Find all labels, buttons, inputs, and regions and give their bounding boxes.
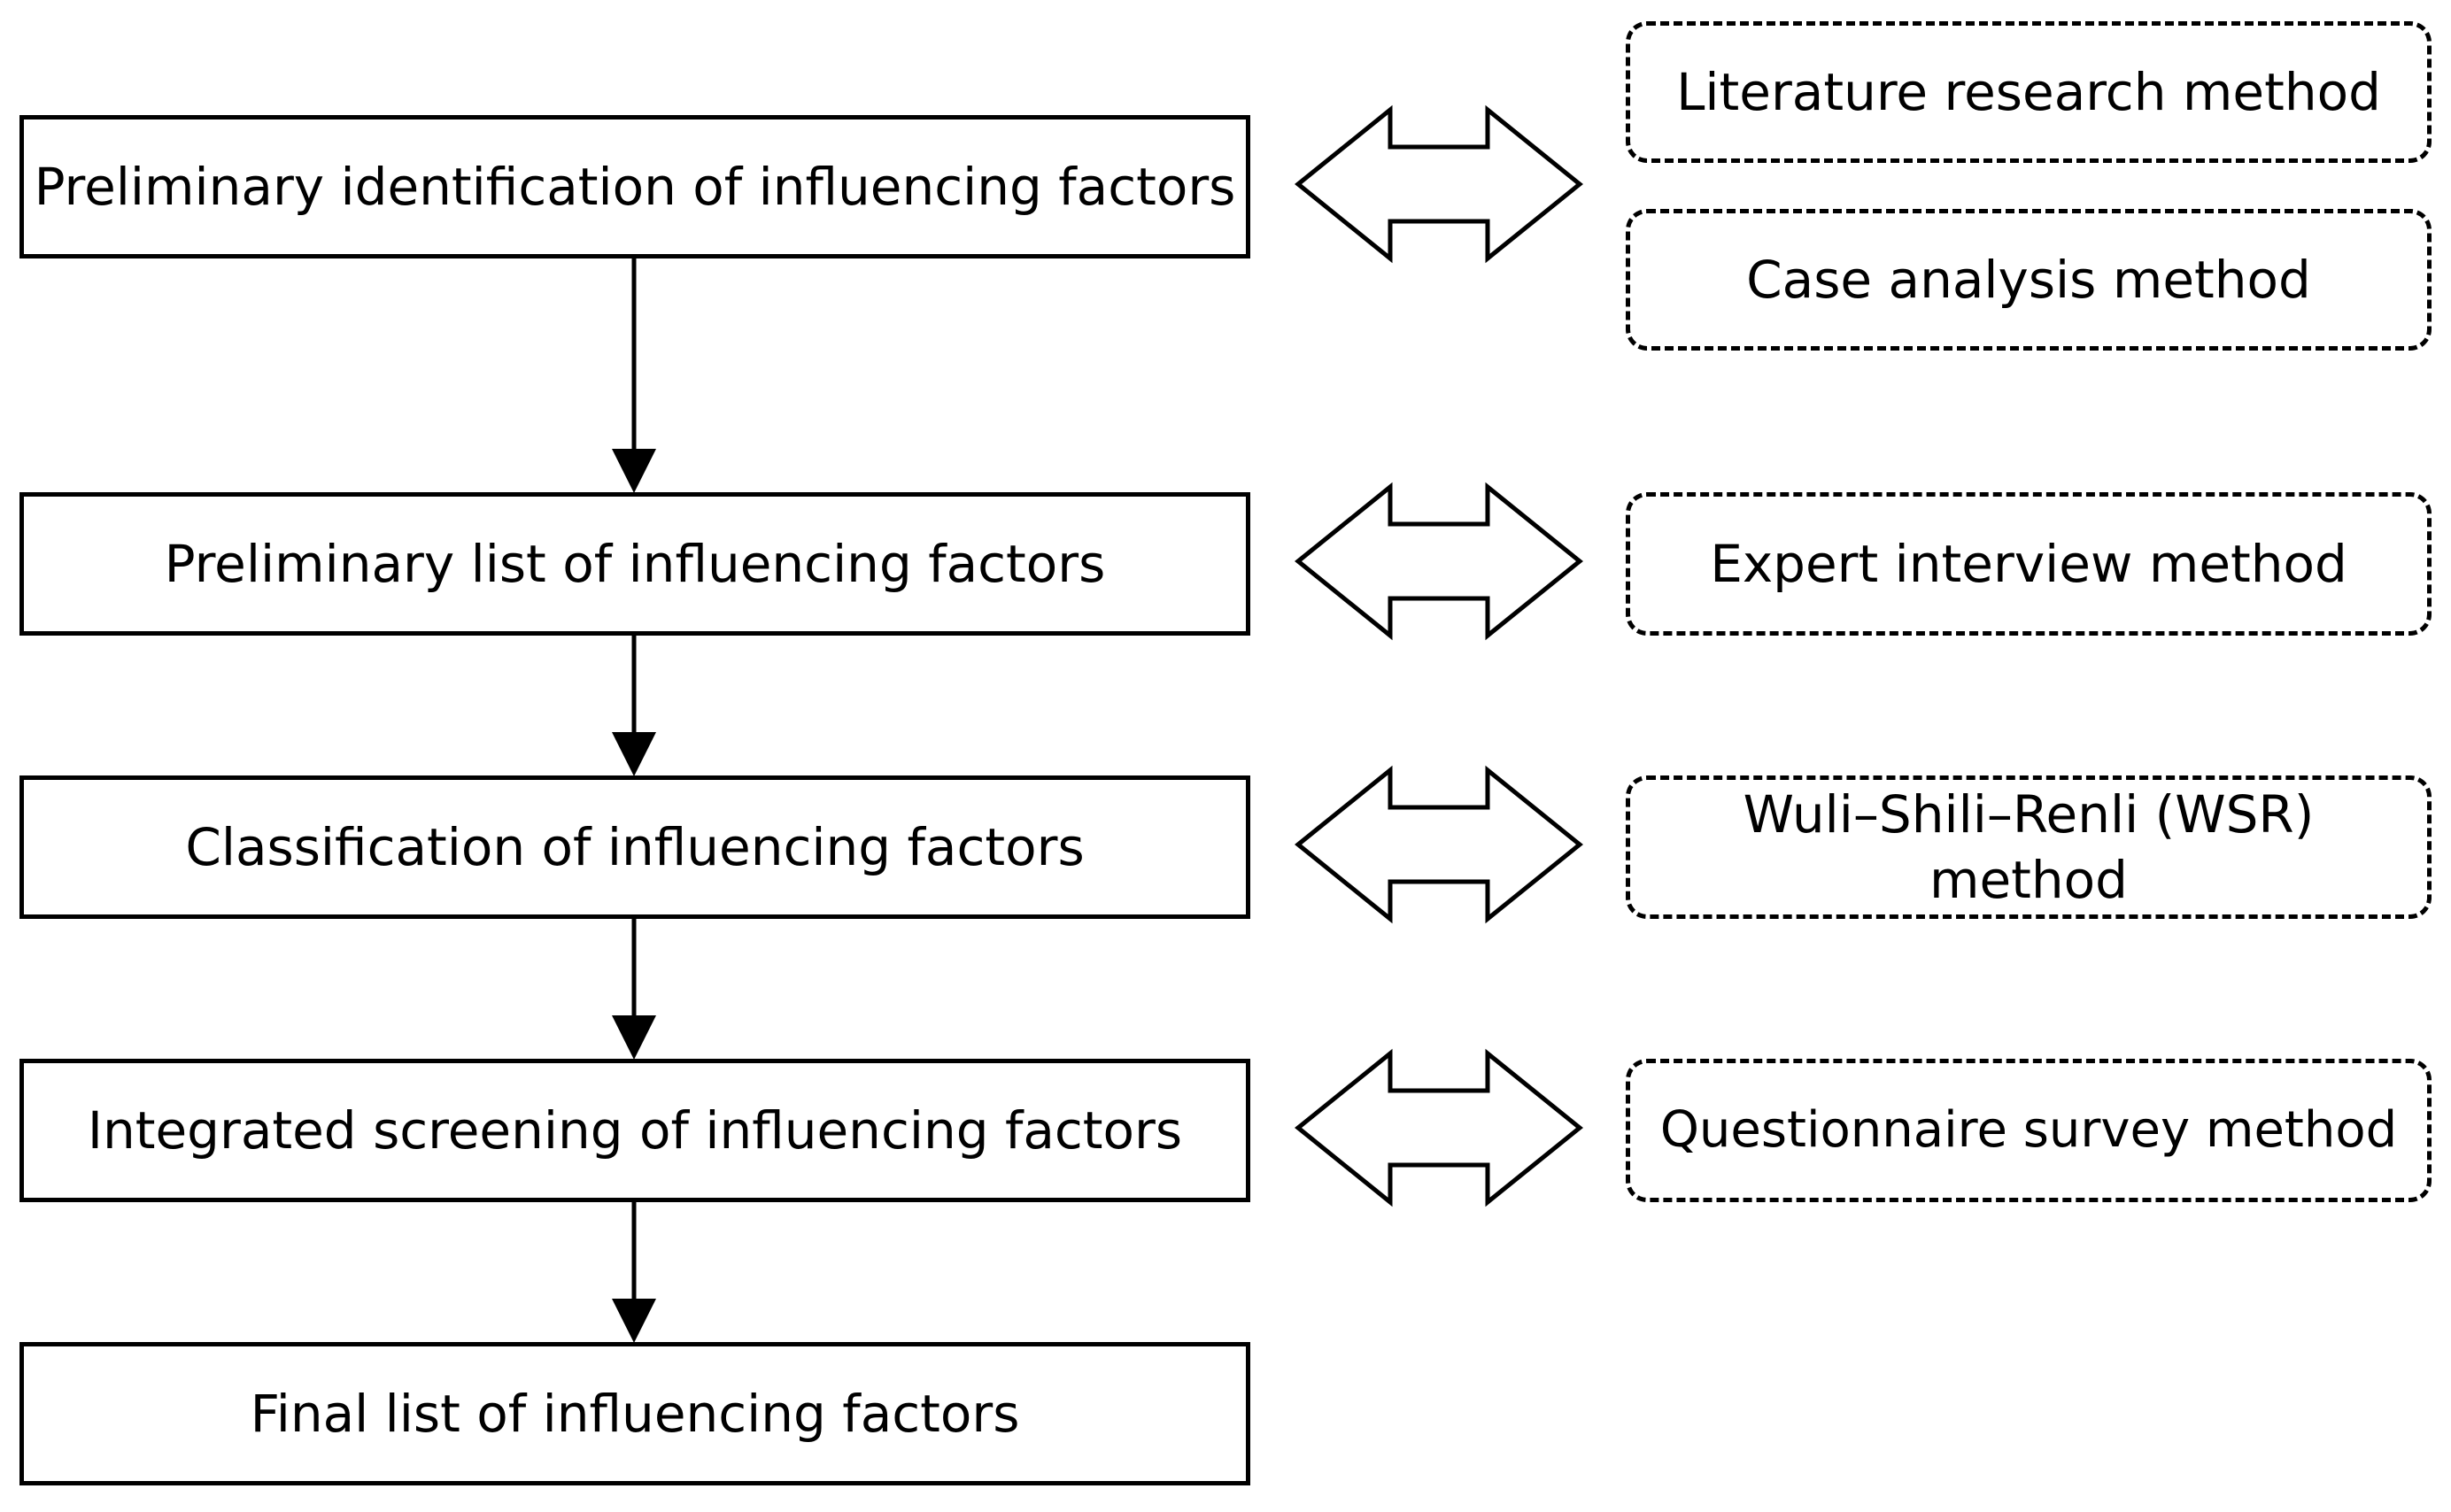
double-arrow-icon-1 xyxy=(1295,104,1583,264)
method-label: Literature research method xyxy=(1676,62,2381,122)
double-arrow-icon-2 xyxy=(1295,482,1583,641)
method-literature-research: Literature research method xyxy=(1626,21,2432,163)
step-preliminary-list: Preliminary list of influencing factors xyxy=(19,492,1250,636)
step-label: Final list of influencing factors xyxy=(250,1384,1020,1444)
step-integrated-screening: Integrated screening of influencing fact… xyxy=(19,1059,1250,1202)
step-label: Classification of influencing factors xyxy=(185,817,1085,877)
step-label: Preliminary list of influencing factors xyxy=(164,534,1106,594)
step-label: Integrated screening of influencing fact… xyxy=(87,1100,1183,1161)
method-case-analysis: Case analysis method xyxy=(1626,209,2432,351)
method-expert-interview: Expert interview method xyxy=(1626,492,2432,636)
double-arrow-icon-3 xyxy=(1295,765,1583,924)
step-final-list: Final list of influencing factors xyxy=(19,1342,1250,1485)
step-preliminary-identification: Preliminary identification of influencin… xyxy=(19,115,1250,258)
double-arrow-icon-4 xyxy=(1295,1048,1583,1207)
method-questionnaire-survey: Questionnaire survey method xyxy=(1626,1059,2432,1202)
method-label: Expert interview method xyxy=(1710,534,2347,594)
method-wsr: Wuli–Shili–Renli (WSR) method xyxy=(1626,775,2432,919)
method-label: Case analysis method xyxy=(1746,250,2311,310)
method-label: Wuli–Shili–Renli (WSR) method xyxy=(1743,784,2315,910)
step-classification: Classification of influencing factors xyxy=(19,775,1250,919)
step-label: Preliminary identification of influencin… xyxy=(34,157,1236,217)
method-label: Questionnaire survey method xyxy=(1659,1101,2398,1159)
